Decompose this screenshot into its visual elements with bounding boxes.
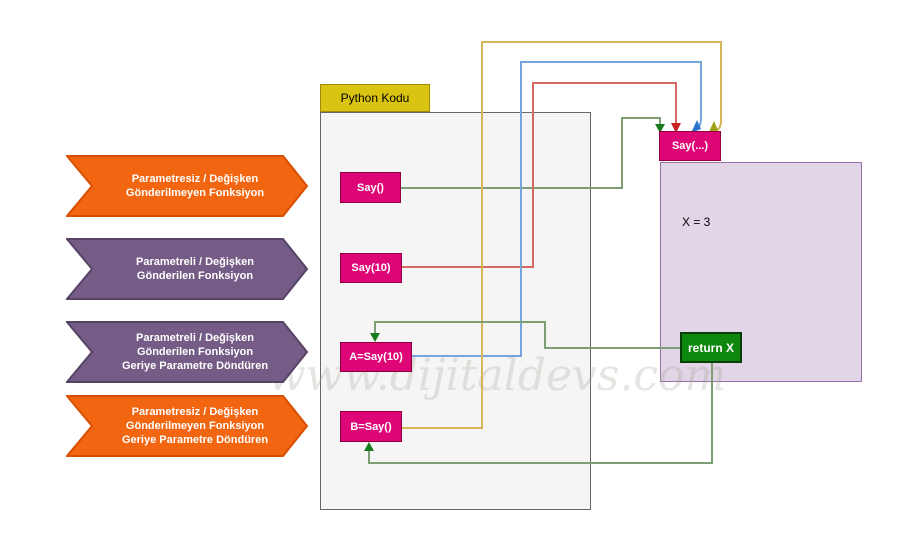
node-bsay-call: B=Say() <box>340 411 402 442</box>
banner-parametresiz-donduren: Parametresiz / Değişken Gönderilmeyen Fo… <box>66 395 308 457</box>
banner-label: Parametreli / Değişken Gönderilen Fonksi… <box>121 332 269 372</box>
banner-parametresiz-fonksiyon: Parametresiz / Değişken Gönderilmeyen Fo… <box>66 155 308 217</box>
node-asay10-call: A=Say(10) <box>340 342 412 372</box>
node-say10-call: Say(10) <box>340 253 402 283</box>
banner-chevron-shape <box>66 155 308 217</box>
banner-label: Parametresiz / Değişken Gönderilmeyen Fo… <box>125 173 265 199</box>
banner-chevron-shape <box>66 395 308 457</box>
banner-parametreli-fonksiyon: Parametreli / Değişken Gönderilen Fonksi… <box>66 238 308 300</box>
python-code-title: Python Kodu <box>320 84 430 112</box>
banner-label: Parametreli / Değişken Gönderilen Fonksi… <box>135 256 254 282</box>
banner-chevron-shape <box>66 238 308 300</box>
banner-parametreli-donduren: Parametreli / Değişken Gönderilen Fonksi… <box>66 321 308 383</box>
node-say-call: Say() <box>340 172 401 203</box>
banner-chevron-shape <box>66 321 308 383</box>
node-return-statement: return X <box>680 332 742 363</box>
watermark-text: www.dijitaldevs.com <box>268 350 727 401</box>
node-function-header: Say(...) <box>659 131 721 161</box>
banner-label: Parametresiz / Değişken Gönderilmeyen Fo… <box>121 406 269 446</box>
function-body-statement: X = 3 <box>682 215 711 229</box>
